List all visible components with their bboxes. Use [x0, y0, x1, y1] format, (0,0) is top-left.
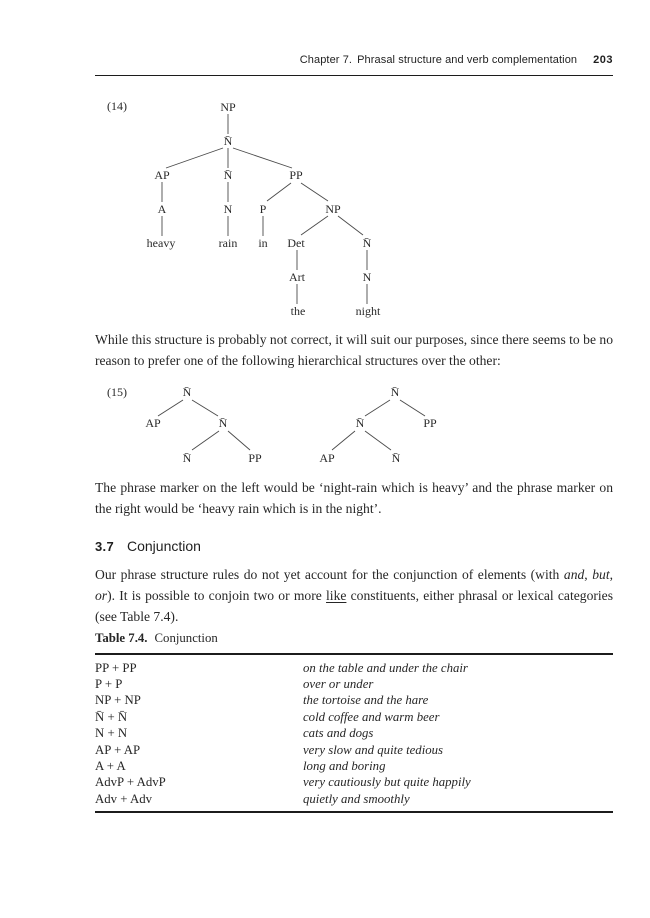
tree15L-node-nbar-top: N̄ [182, 385, 192, 399]
section-title: Conjunction [126, 538, 201, 554]
tree14-node-det: Det [287, 236, 305, 250]
running-head: Chapter 7. Phrasal structure and verb co… [95, 54, 613, 66]
tree14-node-nbar3: N̄ [362, 236, 372, 250]
table-7-4: Table 7.4. Conjunction PP + PP on the tabl… [95, 630, 613, 813]
paragraph-phrase-markers: The phrase marker on the left would be ‘… [95, 480, 613, 516]
conjunction-example: very slow and quite tedious [303, 742, 444, 757]
tree14-node-np2: NP [325, 202, 341, 216]
table-row: AP + AP very slow and quite tedious [95, 742, 613, 758]
tree14-node-np-root: NP [220, 100, 236, 114]
tree14-node-n2: N [362, 270, 372, 284]
p3-text-2: , [584, 567, 593, 582]
table-row: N̄ + N̄ cold coffee and warm beer [95, 709, 613, 725]
conjunction-pattern: N̄ + N̄ [95, 709, 128, 724]
tree14-node-pp: PP [289, 168, 303, 182]
tree-diagram-15: (15) N̄ AP N̄ N̄ PP N̄ N̄ PP AP N̄ [95, 383, 613, 473]
table-row: NP + NP the tortoise and the hare [95, 692, 613, 708]
tree15R-node-ap: AP [319, 451, 335, 465]
conjunction-example: over or under [303, 676, 374, 691]
conjunction-pattern: N + N [95, 726, 128, 741]
p3-text-3: , [609, 567, 613, 582]
conjunction-example: cats and dogs [303, 726, 374, 741]
header-rule [95, 75, 613, 77]
section-number: 3.7 [95, 539, 114, 554]
conjunction-pattern: A + A [95, 758, 126, 773]
conjunction-pattern: PP + PP [95, 660, 137, 675]
tree14-leaf-in: in [258, 236, 268, 250]
page-number: 203 [593, 54, 613, 66]
example-15-label: (15) [107, 385, 127, 399]
table-row: Adv + Adv quietly and smoothly [95, 791, 613, 807]
tree15L-node-ap: AP [145, 416, 161, 430]
conjunction-pattern: P + P [95, 676, 123, 691]
table-bottom-rule [95, 811, 613, 813]
p3-underline-like: like [326, 588, 347, 603]
tree14-edges [161, 114, 368, 304]
p3-text-1: Our phrase structure rules do not yet ac… [95, 567, 564, 582]
table-caption-label: Table 7.4. [95, 631, 148, 645]
conjunction-pattern: AP + AP [95, 742, 141, 757]
tree15R-node-nbar-top: N̄ [390, 385, 400, 399]
section-heading: 3.7 Conjunction [95, 538, 201, 554]
conjunction-example: the tortoise and the hare [303, 693, 429, 708]
table-row: A + A long and boring [95, 758, 613, 774]
conjunction-example: long and boring [303, 758, 386, 773]
conjunction-pattern: NP + NP [95, 693, 141, 708]
chapter-title: Phrasal structure and verb complementati… [357, 54, 578, 66]
tree15L-node-nbar-mid: N̄ [218, 416, 228, 430]
tree15L-node-pp: PP [248, 451, 262, 465]
example-14-label: (14) [107, 99, 127, 113]
p3-text-4: ). It is possible to conjoin two or more [107, 588, 327, 603]
tree14-leaf-night: night [355, 304, 381, 318]
chapter-number: Chapter 7. [299, 54, 353, 66]
tree14-node-n1: N [223, 202, 233, 216]
tree14-node-nbar1: N̄ [223, 134, 233, 148]
tree14-leaf-rain: rain [218, 236, 238, 250]
tree14-node-art: Art [289, 270, 305, 284]
tree-diagram-14: (14) NP N̄ AP N̄ PP A N P NP heavy rain … [95, 95, 613, 327]
tree14-node-ap: AP [154, 168, 170, 182]
table-row: AdvP + AdvP very cautiously but quite hap… [95, 774, 613, 790]
paragraph-structure-comment: While this structure is probably not cor… [95, 332, 613, 368]
tree15-edges [157, 399, 426, 451]
tree14-node-nbar2: N̄ [223, 168, 233, 182]
paragraph-conjunction-intro: Our phrase structure rules do not yet ac… [95, 564, 613, 627]
conjunction-pattern: AdvP + AdvP [95, 775, 166, 790]
p3-italic-and: and [563, 567, 585, 582]
tree14-node-p: P [259, 202, 267, 216]
conjunction-example: very cautiously but quite happily [303, 775, 471, 790]
table-caption-title: Conjunction [154, 631, 218, 645]
table-row: P + P over or under [95, 676, 613, 692]
tree15L-node-nbar-bot: N̄ [182, 451, 192, 465]
tree15R-node-pp: PP [423, 416, 437, 430]
conjunction-example: quietly and smoothly [303, 791, 410, 806]
tree14-leaf-heavy: heavy [146, 236, 176, 250]
p3-italic-but: but [592, 567, 610, 582]
table-top-rule [95, 653, 613, 655]
tree14-node-a: A [157, 202, 167, 216]
p3-italic-or: or [95, 588, 108, 603]
conjunction-example: on the table and under the chair [303, 660, 468, 675]
conjunction-pattern: Adv + Adv [95, 791, 152, 806]
tree15R-node-nbar-mid: N̄ [355, 416, 365, 430]
conjunction-example: cold coffee and warm beer [303, 709, 440, 724]
tree14-leaf-the: the [290, 304, 306, 318]
tree15R-node-nbar-bot: N̄ [391, 451, 401, 465]
p3-text-5: constituents, either phrasal or lexical … [95, 588, 613, 624]
table-row: N + N cats and dogs [95, 725, 613, 741]
table-row: PP + PP on the table and under the chair [95, 660, 613, 676]
table-caption: Table 7.4. Conjunction [95, 630, 613, 646]
